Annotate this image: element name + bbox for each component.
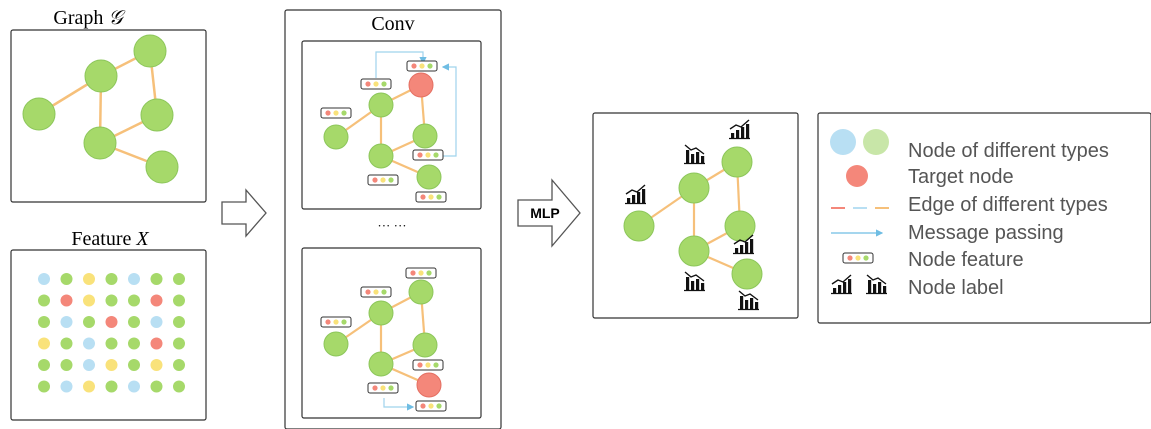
graph-panel: Graph 𝒢 — [10, 7, 207, 203]
legend: Node of different types Target node Edge… — [817, 112, 1151, 324]
feature-dot — [150, 273, 163, 285]
target-node — [416, 372, 442, 398]
trend-down-label-icon — [738, 290, 759, 311]
node-feature-box — [412, 149, 444, 161]
feature-dot — [173, 337, 185, 350]
graph-node — [145, 150, 179, 184]
feature-dot — [173, 359, 185, 371]
feature-dot — [128, 273, 140, 285]
graph-node — [140, 98, 174, 132]
feature-dot — [105, 273, 118, 285]
feature-dot — [150, 316, 163, 328]
feature-dot — [38, 337, 50, 350]
graph-node — [83, 126, 117, 160]
feature-dot — [60, 294, 73, 307]
node-label-icons — [831, 274, 887, 295]
feature-dot — [150, 359, 163, 371]
feature-dot — [128, 380, 140, 393]
conv-subgraph-bottom — [301, 247, 482, 419]
node-feature-box — [405, 267, 437, 279]
trend-up-label-icon — [729, 119, 750, 140]
feature-dot — [83, 294, 95, 307]
graph-panel-title: Graph 𝒢 — [53, 7, 126, 29]
trend-down-label-icon — [684, 271, 705, 292]
graph-node — [22, 97, 56, 131]
feature-dot — [128, 359, 140, 371]
feature-dot — [38, 380, 50, 393]
feature-dot — [38, 316, 50, 328]
feature-dot — [38, 359, 50, 371]
feature-dot — [105, 294, 118, 307]
feature-dot — [105, 337, 118, 350]
feature-dot — [128, 337, 140, 350]
node-feature-box — [406, 60, 438, 72]
mlp-arrow: MLP — [517, 178, 581, 248]
node-feature-box — [412, 359, 444, 371]
feature-dot — [173, 380, 185, 393]
target-node — [408, 72, 434, 98]
feature-dot — [60, 273, 73, 285]
node-feature-box — [367, 174, 399, 186]
two-node-types-icon — [830, 129, 856, 155]
feature-dot — [173, 294, 185, 307]
trend-down-label-icon — [866, 274, 887, 295]
trend-up-label-icon — [831, 274, 852, 295]
feature-dot — [173, 316, 185, 328]
feature-matrix — [38, 273, 185, 393]
node-feature-box — [842, 252, 874, 264]
svg-text:MLP: MLP — [530, 205, 560, 221]
node-feature-box — [320, 316, 352, 328]
node-feature-box — [320, 107, 352, 119]
feature-dot — [150, 294, 163, 307]
feature-dot — [83, 380, 95, 393]
conv-ellipsis: ··· ··· — [377, 218, 406, 233]
node-feature-icon — [842, 252, 874, 264]
feature-dot — [150, 380, 163, 393]
graph-node — [84, 59, 118, 93]
node-feature-box — [415, 191, 447, 203]
graph-node — [133, 34, 167, 68]
node-feature-box — [367, 382, 399, 394]
feature-dot — [38, 273, 50, 285]
feature-panel-title: Feature X — [71, 228, 149, 250]
feature-dot — [105, 316, 118, 328]
feature-dot — [173, 273, 185, 285]
feature-dot — [128, 316, 140, 328]
legend-label: Node label — [908, 277, 1004, 299]
target-node-icon — [846, 165, 868, 187]
feature-dot — [83, 316, 95, 328]
feature-dot — [128, 294, 140, 307]
trend-down-label-icon — [684, 144, 705, 165]
feature-dot — [105, 380, 118, 393]
feature-dot — [60, 359, 73, 371]
feature-dot — [60, 316, 73, 328]
legend-label: Node of different types — [908, 140, 1109, 162]
conv-subgraph-top — [301, 40, 482, 210]
feature-dot — [83, 273, 95, 285]
feature-panel: Feature X — [10, 228, 207, 421]
trend-up-label-icon — [625, 184, 646, 205]
legend-label: Message passing — [908, 222, 1064, 244]
feature-dot — [83, 337, 95, 350]
flow-arrow-icon — [221, 188, 267, 238]
legend-label: Node feature — [908, 249, 1024, 271]
conv-panel-title: Conv — [371, 13, 414, 35]
feature-dot — [150, 337, 163, 350]
trend-up-label-icon — [733, 234, 754, 255]
conv-panel: Conv — [284, 9, 502, 429]
output-graph-panel — [592, 112, 799, 319]
feature-dot — [105, 359, 118, 371]
feature-dot — [60, 337, 73, 350]
feature-dot — [83, 359, 95, 371]
node-feature-box — [415, 400, 447, 412]
node-feature-box — [360, 78, 392, 90]
legend-label: Edge of different types — [908, 194, 1108, 216]
legend-label: Target node — [908, 166, 1014, 188]
node-feature-box — [360, 286, 392, 298]
feature-dot — [60, 380, 73, 393]
feature-dot — [38, 294, 50, 307]
